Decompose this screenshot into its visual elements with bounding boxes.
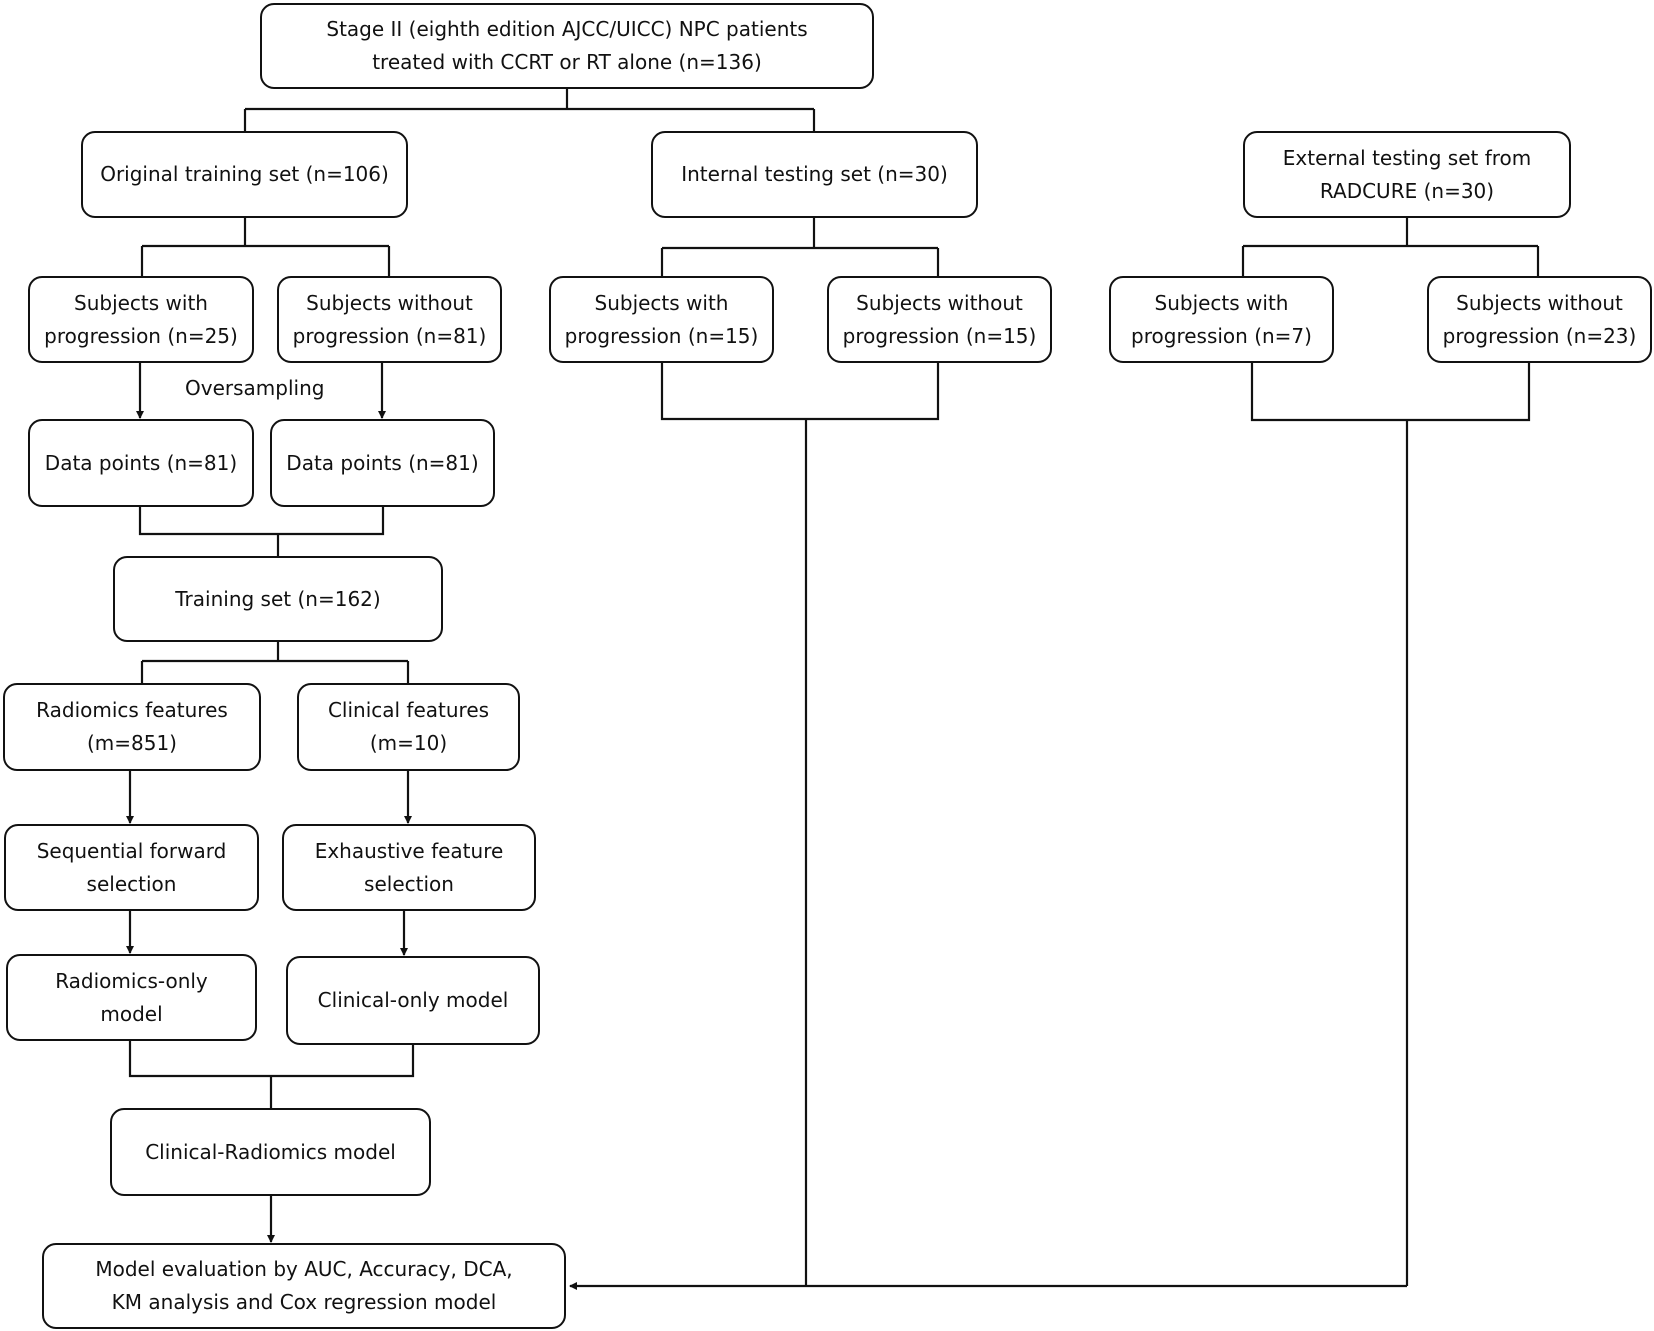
train-no-progression-box: Subjects without progression (n=81) [277, 276, 502, 363]
oversampling-label: Oversampling [185, 376, 325, 400]
link-data-merge [138, 507, 385, 536]
radiomics-features-box: Radiomics features (m=851) [3, 683, 261, 771]
data-points-box-a: Data points (n=81) [28, 419, 254, 507]
radiomics-only-model-box: Radiomics-only model [6, 954, 257, 1041]
training-set-box: Training set (n=162) [113, 556, 443, 642]
internal-no-progression-box: Subjects without progression (n=15) [827, 276, 1052, 363]
root-box: Stage II (eighth edition AJCC/UICC) NPC … [260, 3, 874, 89]
exhaustive-feature-selection-box: Exhaustive feature selection [282, 824, 536, 911]
internal-progression-box: Subjects with progression (n=15) [549, 276, 774, 363]
link-int-merge [660, 363, 940, 421]
data-points-box-b: Data points (n=81) [270, 419, 495, 507]
external-progression-box: Subjects with progression (n=7) [1109, 276, 1334, 363]
external-testing-set-box: External testing set from RADCURE (n=30) [1243, 131, 1571, 218]
external-no-progression-box: Subjects without progression (n=23) [1427, 276, 1652, 363]
original-training-set-box: Original training set (n=106) [81, 131, 408, 218]
clinical-only-model-box: Clinical-only model [286, 956, 540, 1045]
internal-testing-set-box: Internal testing set (n=30) [651, 131, 978, 218]
link-models-merge [128, 1041, 415, 1078]
clinical-features-box: Clinical features (m=10) [297, 683, 520, 771]
link-ext-merge [1250, 363, 1531, 422]
model-evaluation-box: Model evaluation by AUC, Accuracy, DCA, … [42, 1243, 566, 1329]
sequential-forward-selection-box: Sequential forward selection [4, 824, 259, 911]
clinical-radiomics-model-box: Clinical-Radiomics model [110, 1108, 431, 1196]
train-progression-box: Subjects with progression (n=25) [28, 276, 254, 363]
